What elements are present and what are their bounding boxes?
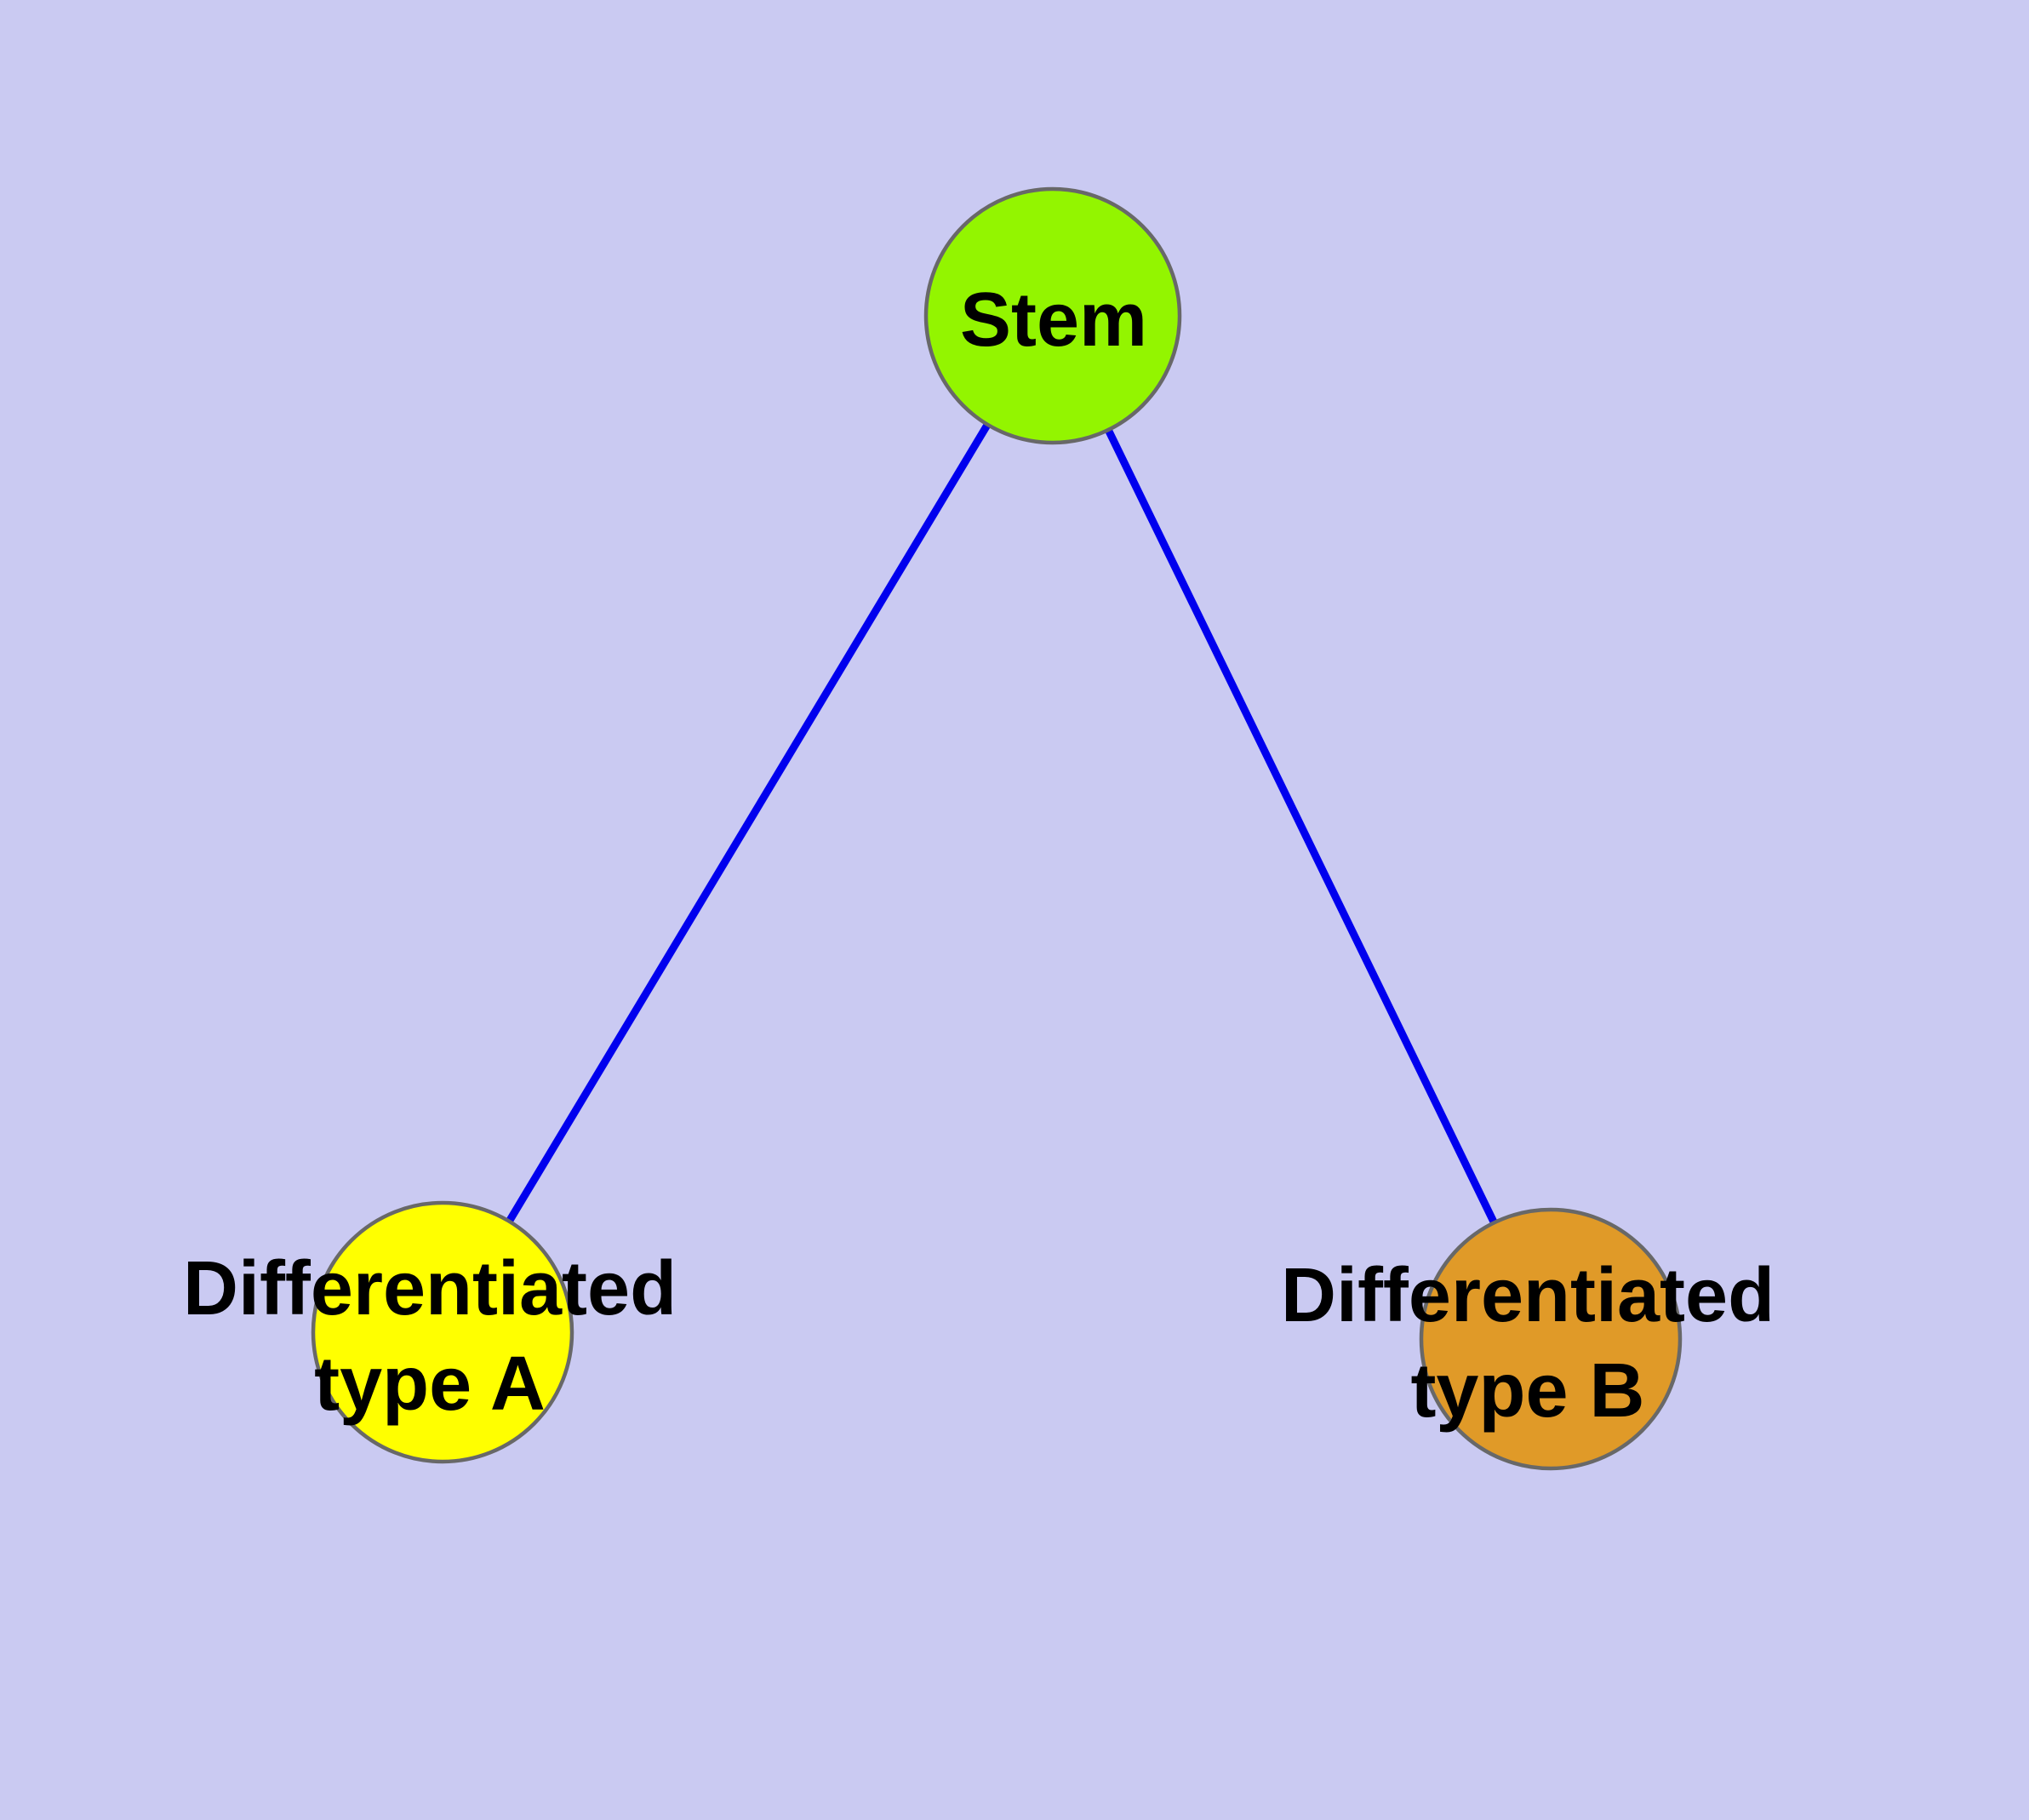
type-a-node-circle xyxy=(311,1200,574,1464)
stem-node-circle xyxy=(923,186,1182,445)
type-b-node-label: Differentiated type B xyxy=(1280,1253,1775,1434)
stem-node-label: Stem xyxy=(959,278,1148,363)
edge-stem-to-type-b xyxy=(1049,314,1555,1341)
type-a-node-label: Differentiated type A xyxy=(182,1246,677,1427)
edge-stem-to-type-a xyxy=(439,313,1056,1335)
type-b-node-circle xyxy=(1419,1207,1683,1471)
